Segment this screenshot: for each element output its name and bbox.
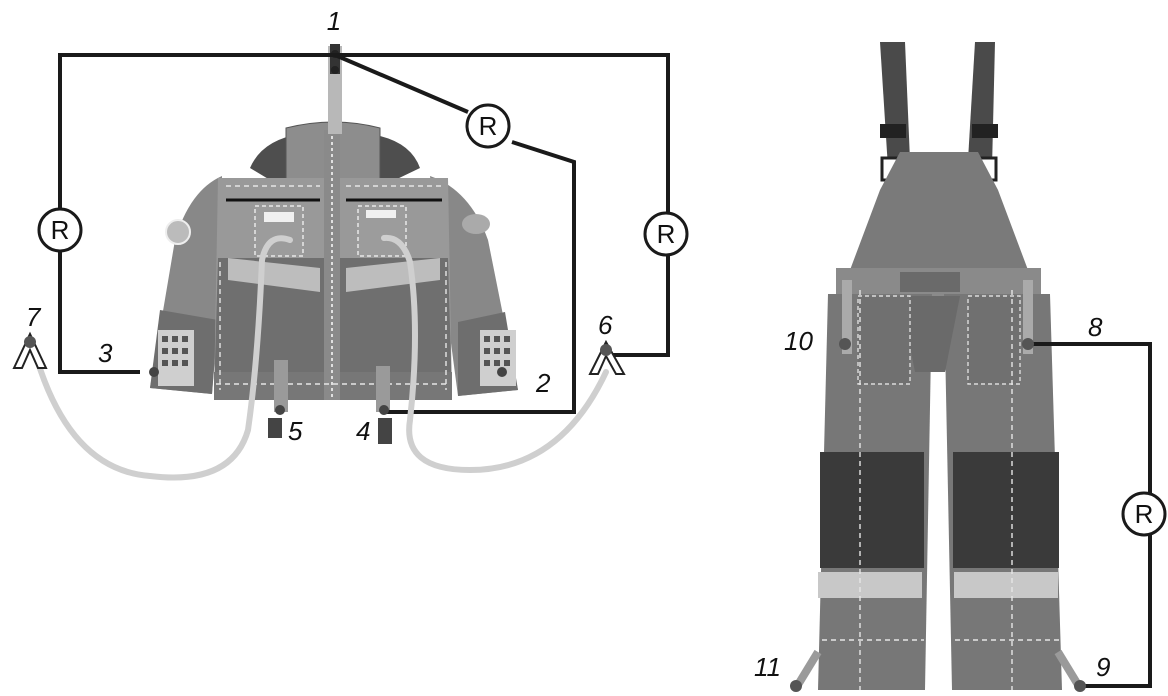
clamp-6 [588, 339, 626, 375]
jacket [150, 121, 518, 444]
resistor-symbol-left: R [37, 207, 83, 253]
resistor-symbol-right: R [643, 211, 689, 257]
contact-points [149, 338, 1086, 692]
hoses [33, 234, 609, 481]
clamp-7 [12, 331, 48, 369]
resistor-symbol-middle: R [465, 103, 511, 149]
label-1: 1 [327, 6, 341, 36]
label-5: 5 [288, 416, 303, 446]
label-3: 3 [98, 338, 113, 368]
point-labels: 1 2 3 4 5 6 7 8 9 10 11 [26, 6, 1110, 682]
label-10: 10 [784, 326, 813, 356]
label-9: 9 [1096, 652, 1110, 682]
label-11: 11 [754, 652, 781, 682]
label-4: 4 [356, 416, 370, 446]
label-2: 2 [535, 368, 551, 398]
label-7: 7 [26, 302, 42, 332]
resistor-label-right: R [657, 219, 676, 249]
resistor-symbol-overalls: R [1121, 491, 1167, 537]
label-8: 8 [1088, 312, 1103, 342]
resistor-label-left: R [51, 215, 70, 245]
resistor-label-middle: R [479, 111, 498, 141]
resistor-label-overalls: R [1135, 499, 1154, 529]
overalls [792, 42, 1084, 691]
label-6: 6 [598, 310, 613, 340]
